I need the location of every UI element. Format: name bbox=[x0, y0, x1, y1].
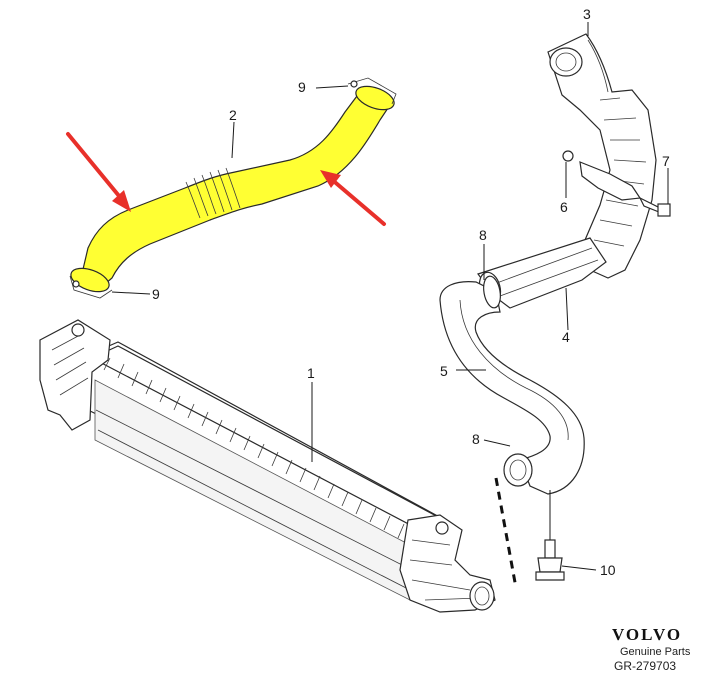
diagram-code: GR-279703 bbox=[614, 659, 676, 673]
indicator-arrows bbox=[66, 132, 386, 226]
charge-air-hose-5 bbox=[439, 281, 585, 495]
bracket-nut-6 bbox=[562, 150, 642, 201]
brand-subtitle: Genuine Parts bbox=[620, 646, 691, 658]
callout-4: 4 bbox=[562, 329, 570, 345]
callout-7: 7 bbox=[662, 153, 670, 169]
bolt-7 bbox=[638, 196, 671, 217]
callout-10: 10 bbox=[600, 562, 616, 578]
intercooler bbox=[39, 319, 496, 613]
callout-9-lower: 9 bbox=[152, 286, 160, 302]
callout-8-upper: 8 bbox=[479, 227, 487, 243]
leader-lines bbox=[111, 22, 669, 571]
assembly-dashed-line bbox=[494, 477, 518, 589]
charge-air-hose-highlighted bbox=[69, 77, 397, 299]
callout-9-upper: 9 bbox=[298, 79, 306, 95]
callout-labels: 3 2 9 9 7 6 8 4 5 1 8 10 bbox=[152, 6, 670, 578]
callout-3: 3 bbox=[583, 6, 591, 22]
bolt-10 bbox=[535, 539, 565, 581]
callout-6: 6 bbox=[560, 199, 568, 215]
callout-2: 2 bbox=[229, 107, 237, 123]
volvo-logo: VOLVO bbox=[612, 625, 682, 644]
clamp-8-upper bbox=[483, 275, 501, 309]
turbo-outlet-pipe bbox=[547, 33, 657, 279]
volvo-brand-block: VOLVO Genuine Parts GR-279703 bbox=[612, 625, 691, 673]
callout-5: 5 bbox=[440, 363, 448, 379]
clamp-8-lower bbox=[503, 453, 533, 487]
callout-1: 1 bbox=[307, 365, 315, 381]
callout-8-lower: 8 bbox=[472, 431, 480, 447]
